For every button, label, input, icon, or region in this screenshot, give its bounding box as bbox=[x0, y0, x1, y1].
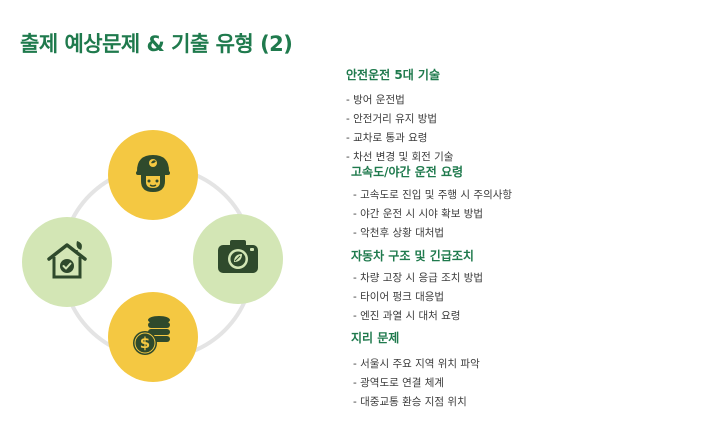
home-check-icon bbox=[44, 237, 90, 287]
list-item: - 대중교통 환승 지점 위치 bbox=[353, 396, 467, 408]
diagram-node-home bbox=[22, 217, 112, 307]
coins-dollar-icon: $ bbox=[130, 312, 176, 362]
list-item: - 타이어 펑크 대응법 bbox=[353, 291, 445, 303]
list-item: - 고속도로 진입 및 주행 시 주의사항 bbox=[353, 189, 513, 201]
list-item: - 서울시 주요 지역 위치 파악 bbox=[353, 358, 480, 370]
list-item: - 광역도로 연결 체계 bbox=[353, 377, 445, 389]
page-title: 출제 예상문제 & 기출 유형 (2) bbox=[20, 32, 293, 56]
camera-icon bbox=[215, 234, 261, 284]
list-item: - 교차로 통과 요령 bbox=[346, 132, 428, 144]
driver-icon bbox=[131, 151, 175, 199]
list-item: - 안전거리 유지 방법 bbox=[346, 113, 438, 125]
list-item: - 차선 변경 및 회전 기술 bbox=[346, 151, 454, 163]
list-item: - 엔진 과열 시 대처 요령 bbox=[353, 310, 461, 322]
svg-text:$: $ bbox=[140, 334, 150, 352]
list-item: - 야간 운전 시 시야 확보 방법 bbox=[353, 208, 484, 220]
diagram-node-camera bbox=[193, 214, 283, 304]
diagram-node-money: $ bbox=[108, 292, 198, 382]
list-item: - 차량 고장 시 응급 조치 방법 bbox=[353, 272, 484, 284]
diagram-node-driver bbox=[108, 130, 198, 220]
section-title: 고속도/야간 운전 요령 bbox=[351, 165, 464, 179]
section-geography: 지리 문제 - 서울시 주요 지역 위치 파악 - 광역도로 연결 체계 - 대… bbox=[346, 329, 716, 412]
content-list: 안전운전 5대 기술 - 방어 운전법 - 안전거리 유지 방법 - 교차로 통… bbox=[346, 66, 716, 412]
list-item: - 악천후 상황 대처법 bbox=[353, 227, 445, 239]
section-highway-night: 고속도/야간 운전 요령 - 고속도로 진입 및 주행 시 주의사항 - 야간 … bbox=[346, 163, 716, 243]
section-title: 자동차 구조 및 긴급조치 bbox=[351, 249, 474, 263]
section-title: 안전운전 5대 기술 bbox=[346, 68, 440, 82]
section-safe-driving: 안전운전 5대 기술 - 방어 운전법 - 안전거리 유지 방법 - 교차로 통… bbox=[346, 66, 716, 167]
section-vehicle-emergency: 자동차 구조 및 긴급조치 - 차량 고장 시 응급 조치 방법 - 타이어 펑… bbox=[346, 247, 716, 326]
list-item: - 방어 운전법 bbox=[346, 94, 405, 106]
section-title: 지리 문제 bbox=[351, 331, 400, 345]
cycle-diagram: $ bbox=[0, 0, 330, 430]
